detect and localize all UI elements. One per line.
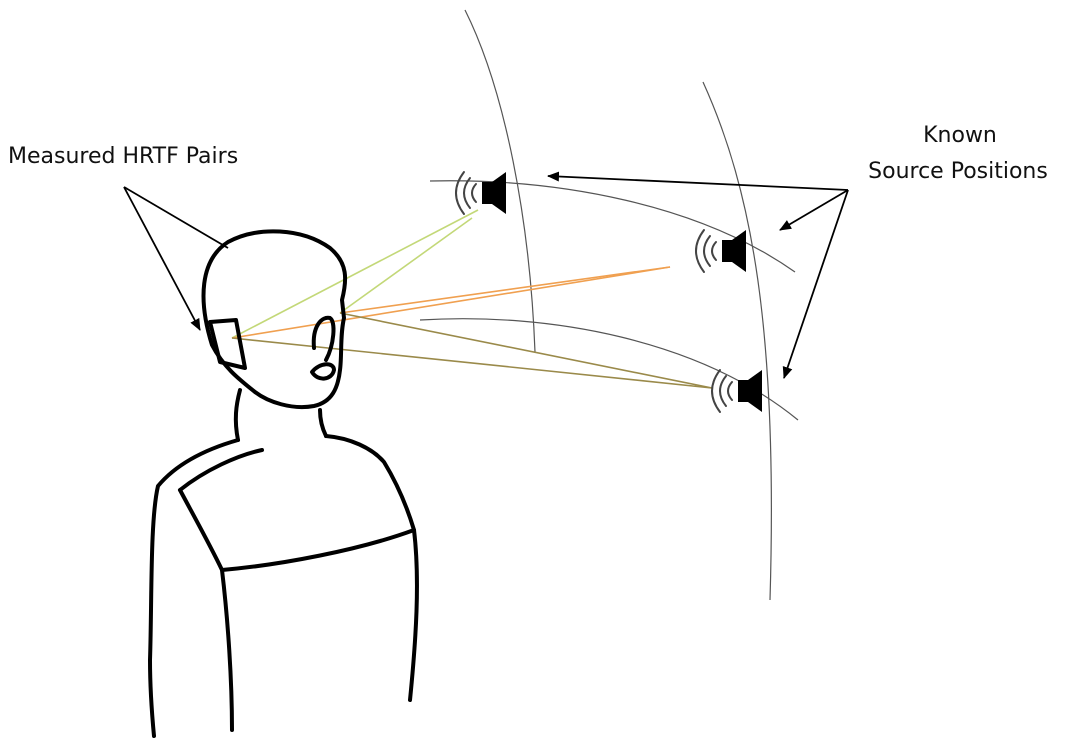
torso-right-outline [324, 434, 419, 702]
annotation-arrows [123, 171, 849, 379]
ray-right-ear-middle-source [339, 266, 671, 314]
line-hrtf-to-head [123, 186, 229, 249]
speaker-top [455, 171, 506, 215]
parallel-arc-lower [419, 318, 799, 421]
parallel-arc-upper [429, 180, 796, 273]
neck-right [318, 408, 328, 438]
ray-right-ear-bottom-source [339, 312, 713, 389]
listener-figure [148, 229, 419, 738]
left-ear-marker [208, 318, 247, 370]
right-ear-marker [311, 315, 336, 362]
ray-right-ear-top-source [339, 217, 473, 314]
label-measured-hrtf-pairs: Measured HRTF Pairs [8, 144, 238, 169]
arrow-known-to-middle [779, 189, 849, 231]
shoulder-line [178, 448, 264, 492]
label-known: Known [923, 123, 997, 148]
sound-wave-icon [711, 369, 733, 413]
sound-wave-icon [455, 171, 477, 215]
meridian-arc-back [702, 81, 773, 601]
arrow-hrtf-to-ear [123, 186, 201, 331]
source-speakers [455, 171, 762, 413]
speaker-icon [738, 370, 762, 412]
measurement-sphere-grid [419, 9, 799, 601]
meridian-arc-front [464, 9, 536, 353]
ray-left-ear-middle-source [231, 266, 671, 339]
speaker-icon [722, 230, 746, 272]
label-source-positions: Source Positions [868, 159, 1048, 184]
sound-wave-icon [695, 229, 717, 273]
chest-line [220, 528, 416, 572]
arrow-known-to-bottom [782, 189, 849, 379]
neck [233, 388, 242, 442]
arrow-known-to-top [547, 171, 849, 191]
ray-left-ear-bottom-source [231, 337, 713, 389]
torso-outline [148, 438, 240, 738]
listener-head [201, 229, 348, 409]
speaker-middle [695, 229, 746, 273]
sleeve-seam [178, 488, 234, 732]
speaker-bottom [711, 369, 762, 413]
mouth [310, 362, 336, 381]
ray-left-ear-top-source [231, 209, 479, 339]
speaker-icon [482, 172, 506, 214]
